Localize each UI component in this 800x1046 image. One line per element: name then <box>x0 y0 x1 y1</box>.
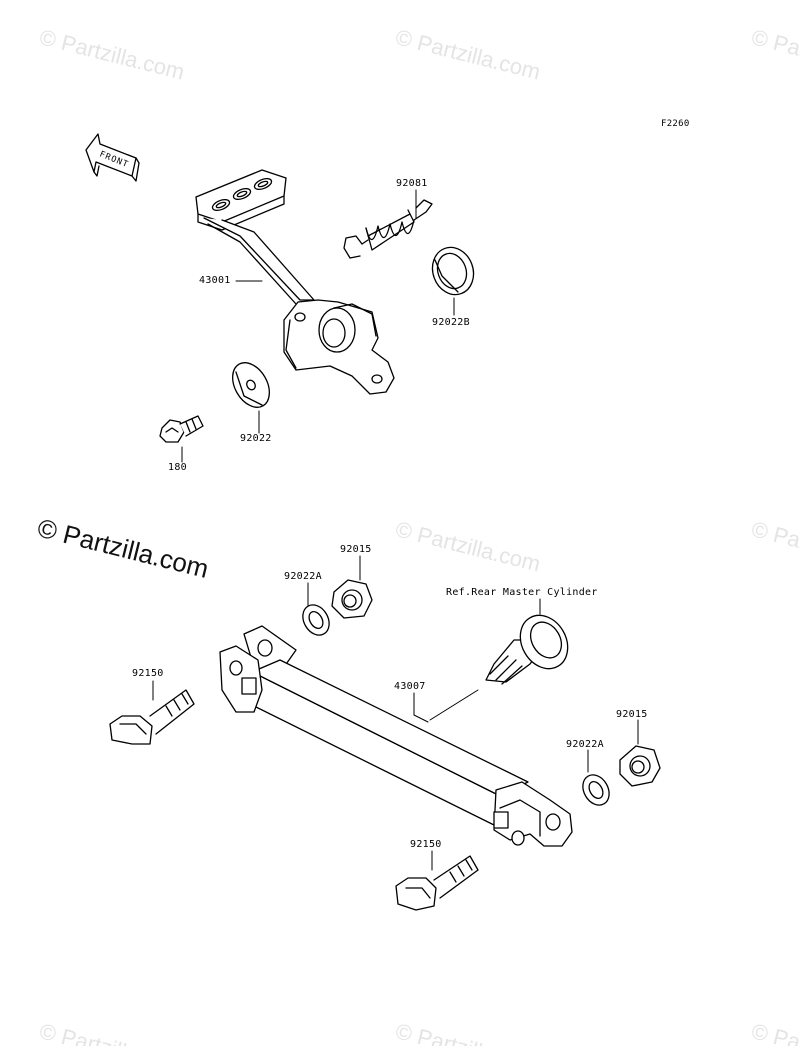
part-label-43007[interactable]: 43007 <box>394 681 426 692</box>
part-label-92022[interactable]: 92022 <box>240 433 272 444</box>
bolt-92150-lower-part <box>395 855 479 911</box>
part-label-92015-upper[interactable]: 92015 <box>340 544 372 555</box>
front-arrow-icon: FRONT <box>85 133 140 182</box>
master-cylinder-joint-part <box>485 614 569 685</box>
part-label-92081[interactable]: 92081 <box>396 178 428 189</box>
rod-43007-part <box>219 625 573 847</box>
diagram-code: F2260 <box>661 119 690 129</box>
nut-92015-lower-part <box>619 745 661 787</box>
washer-92022-part <box>232 362 270 408</box>
part-label-92150-lower[interactable]: 92150 <box>410 839 442 850</box>
reference-note: Ref.Rear Master Cylinder <box>446 587 598 598</box>
part-label-92015-lower[interactable]: 92015 <box>616 709 648 720</box>
bolt-92150-upper-part <box>109 689 195 745</box>
leader-lines <box>152 189 639 871</box>
brake-pedal-part <box>195 169 395 395</box>
part-label-180[interactable]: 180 <box>168 462 187 473</box>
bolt-180-part <box>159 415 204 443</box>
part-label-92150-upper[interactable]: 92150 <box>132 668 164 679</box>
nut-92015-upper-part <box>331 579 373 619</box>
return-spring-part <box>343 199 433 259</box>
part-label-92022A-lower[interactable]: 92022A <box>566 739 604 750</box>
washer-92022A-lower-part <box>582 774 610 806</box>
part-label-92022A-upper[interactable]: 92022A <box>284 571 322 582</box>
washer-92022B-part <box>431 246 475 296</box>
part-label-92022B[interactable]: 92022B <box>432 317 470 328</box>
washer-92022A-upper-part <box>302 604 330 636</box>
part-label-43001[interactable]: 43001 <box>199 275 231 286</box>
